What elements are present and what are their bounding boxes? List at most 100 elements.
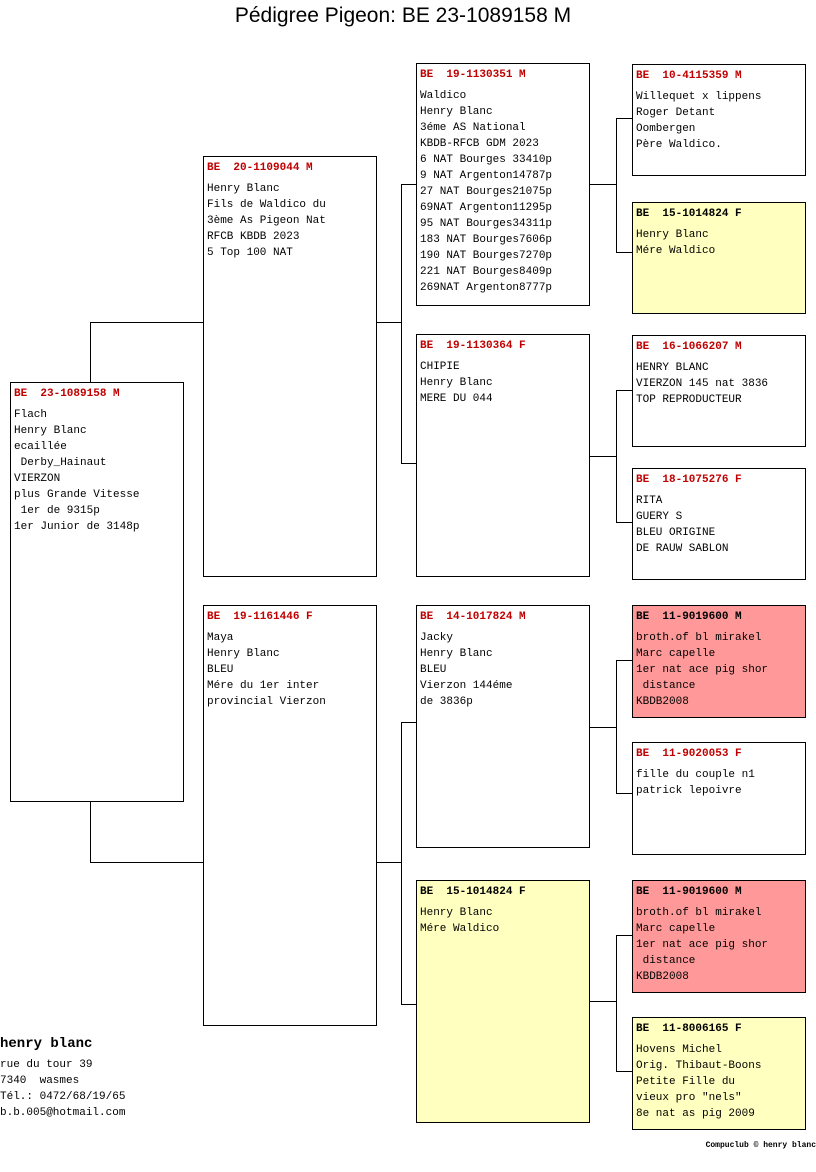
pigeon-details: broth.of bl mirakel Marc capelle 1er nat…	[636, 630, 805, 710]
detail-line: TOP REPRODUCTEUR	[636, 394, 742, 406]
detail-line: Marc capelle	[636, 648, 716, 660]
ring-number: BE 14-1017824 M	[420, 611, 526, 623]
detail-line: 5 Top 100 NAT	[207, 247, 293, 259]
ring-number: BE 11-9019600 M	[636, 886, 742, 898]
connector-line	[401, 722, 402, 1005]
pigeon-card-gen4-5[interactable]: BE 11-9019600 M broth.of bl mirakel Marc…	[632, 605, 806, 718]
detail-line: 27 NAT Bourges21075p	[420, 186, 553, 198]
pigeon-card-sire-dam[interactable]: BE 19-1130364 F CHIPIE Henry Blanc MERE …	[416, 334, 590, 577]
detail-line: Mére Waldico	[636, 245, 716, 257]
pigeon-card-gen4-6[interactable]: BE 11-9020053 F fille du couple n1 patri…	[632, 742, 806, 855]
detail-line: Henry Blanc	[14, 425, 87, 437]
detail-line: 1er nat ace pig shor	[636, 664, 769, 676]
detail-line: KBDB-RFCB GDM 2023	[420, 138, 539, 150]
pigeon-card-gen4-8[interactable]: BE 11-8006165 F Hovens Michel Orig. Thib…	[632, 1017, 806, 1130]
page-title: Pédigree Pigeon: BE 23-1089158 M	[234, 4, 572, 27]
pigeon-card-gen4-7[interactable]: BE 11-9019600 M broth.of bl mirakel Marc…	[632, 880, 806, 993]
connector-line	[90, 862, 204, 863]
detail-line: Hovens Michel	[636, 1044, 722, 1056]
connector-line	[616, 118, 617, 253]
ring-number: BE 19-1130364 F	[420, 340, 526, 352]
detail-line: Roger Detant	[636, 107, 716, 119]
connector-line	[401, 1004, 417, 1005]
detail-line: Henry Blanc	[207, 648, 280, 660]
pigeon-card-subject[interactable]: BE 23-1089158 M Flach Henry Blanc ecaill…	[10, 382, 184, 802]
pigeon-card-sire[interactable]: BE 20-1109044 M Henry Blanc Fils de Wald…	[203, 156, 377, 577]
detail-line: Henry Blanc	[420, 106, 493, 118]
detail-line: HENRY BLANC	[636, 362, 709, 374]
detail-line: 69NAT Argenton11295p	[420, 202, 553, 214]
pigeon-details: Henry Blanc Fils de Waldico du 3ème As P…	[207, 181, 376, 261]
connector-line	[401, 463, 417, 464]
detail-line: 6 NAT Bourges 33410p	[420, 154, 553, 166]
connector-line	[401, 184, 402, 464]
owner-name: henry blanc	[0, 1036, 93, 1052]
detail-line: Flach	[14, 409, 48, 421]
software-credit: Compuclub © henry blanc	[705, 1141, 816, 1150]
ring-number: BE 15-1014824 F	[636, 208, 742, 220]
ring-number: BE 11-8006165 F	[636, 1023, 742, 1035]
detail-line: RFCB KBDB 2023	[207, 231, 300, 243]
postal-line: 7340 wasmes	[0, 1075, 80, 1087]
detail-line: plus Grande Vitesse	[14, 489, 140, 501]
detail-line: fille du couple n1	[636, 769, 755, 781]
ring-number: BE 11-9019600 M	[636, 611, 742, 623]
pigeon-details: Willequet x lippens Roger Detant Oomberg…	[636, 89, 805, 153]
detail-line: de 3836p	[420, 696, 473, 708]
detail-line: 3ème As Pigeon Nat	[207, 215, 326, 227]
connector-line	[589, 727, 617, 728]
connector-line	[616, 935, 617, 1072]
pigeon-details: broth.of bl mirakel Marc capelle 1er nat…	[636, 905, 805, 985]
pigeon-card-gen4-2[interactable]: BE 15-1014824 F Henry Blanc Mére Waldico	[632, 202, 806, 314]
pigeon-card-sire-sire[interactable]: BE 19-1130351 M Waldico Henry Blanc 3éme…	[416, 63, 590, 306]
detail-line: 95 NAT Bourges34311p	[420, 218, 553, 230]
detail-line: 1er de 9315p	[14, 505, 100, 517]
detail-line: patrick lepoivre	[636, 785, 742, 797]
detail-line: distance	[636, 955, 696, 967]
connector-line	[616, 660, 617, 794]
ring-number: BE 16-1066207 M	[636, 341, 742, 353]
connector-line	[616, 118, 633, 119]
detail-line: Waldico	[420, 90, 467, 102]
pigeon-card-gen4-3[interactable]: BE 16-1066207 M HENRY BLANC VIERZON 145 …	[632, 335, 806, 447]
detail-line: 269NAT Argenton8777p	[420, 282, 553, 294]
detail-line: Mére du 1er inter	[207, 680, 320, 692]
connector-line	[616, 252, 633, 253]
ring-number: BE 20-1109044 M	[207, 162, 313, 174]
address-line: rue du tour 39	[0, 1059, 93, 1071]
detail-line: MERE DU 044	[420, 393, 493, 405]
detail-line: Oombergen	[636, 123, 696, 135]
detail-line: Père Waldico.	[636, 139, 722, 151]
pigeon-card-dam-sire[interactable]: BE 14-1017824 M Jacky Henry Blanc BLEU V…	[416, 605, 590, 848]
connector-line	[376, 322, 402, 323]
detail-line: BLEU	[420, 664, 447, 676]
ring-number: BE 15-1014824 F	[420, 886, 526, 898]
connector-line	[616, 1071, 633, 1072]
pigeon-card-dam-dam[interactable]: BE 15-1014824 F Henry Blanc Mére Waldico	[416, 880, 590, 1123]
detail-line: KBDB2008	[636, 696, 689, 708]
detail-line: Petite Fille du	[636, 1076, 736, 1088]
email-link[interactable]: b.b.005@hotmail.com	[0, 1107, 126, 1119]
connector-line	[90, 801, 91, 863]
connector-line	[401, 722, 417, 723]
pigeon-card-gen4-1[interactable]: BE 10-4115359 M Willequet x lippens Roge…	[632, 64, 806, 176]
pigeon-card-dam[interactable]: BE 19-1161446 F Maya Henry Blanc BLEU Mé…	[203, 605, 377, 1026]
detail-line: Henry Blanc	[420, 907, 493, 919]
detail-line: Jacky	[420, 632, 454, 644]
detail-line: broth.of bl mirakel	[636, 632, 762, 644]
pigeon-details: fille du couple n1 patrick lepoivre	[636, 767, 805, 799]
detail-line: CHIPIE	[420, 361, 460, 373]
detail-line: provincial Vierzon	[207, 696, 326, 708]
detail-line: Henry Blanc	[207, 183, 280, 195]
connector-line	[589, 1001, 617, 1002]
pigeon-details: RITA GUERY S BLEU ORIGINE DE RAUW SABLON	[636, 493, 805, 557]
detail-line: Henry Blanc	[636, 229, 709, 241]
detail-line: Orig. Thibaut-Boons	[636, 1060, 762, 1072]
pigeon-card-gen4-4[interactable]: BE 18-1075276 F RITA GUERY S BLEU ORIGIN…	[632, 468, 806, 580]
detail-line: 190 NAT Bourges7270p	[420, 250, 553, 262]
detail-line: distance	[636, 680, 696, 692]
ring-number: BE 10-4115359 M	[636, 70, 742, 82]
detail-line: Henry Blanc	[420, 377, 493, 389]
detail-line: Willequet x lippens	[636, 91, 762, 103]
detail-line: Derby_Hainaut	[14, 457, 107, 469]
